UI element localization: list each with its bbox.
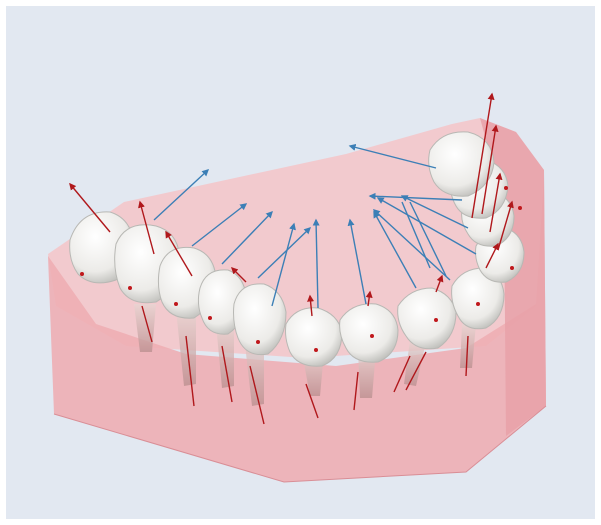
tooth-canine-left (286, 308, 343, 366)
center-marker (476, 302, 480, 306)
center-marker (370, 334, 374, 338)
center-marker (518, 206, 522, 210)
center-marker (434, 318, 438, 322)
center-marker (128, 286, 132, 290)
dental-scene (6, 6, 595, 519)
3d-viewport[interactable] (6, 6, 595, 519)
center-marker (174, 302, 178, 306)
center-marker (256, 340, 260, 344)
center-marker (314, 348, 318, 352)
center-marker (510, 266, 514, 270)
center-marker (208, 316, 212, 320)
center-marker (80, 272, 84, 276)
center-marker (504, 186, 508, 190)
